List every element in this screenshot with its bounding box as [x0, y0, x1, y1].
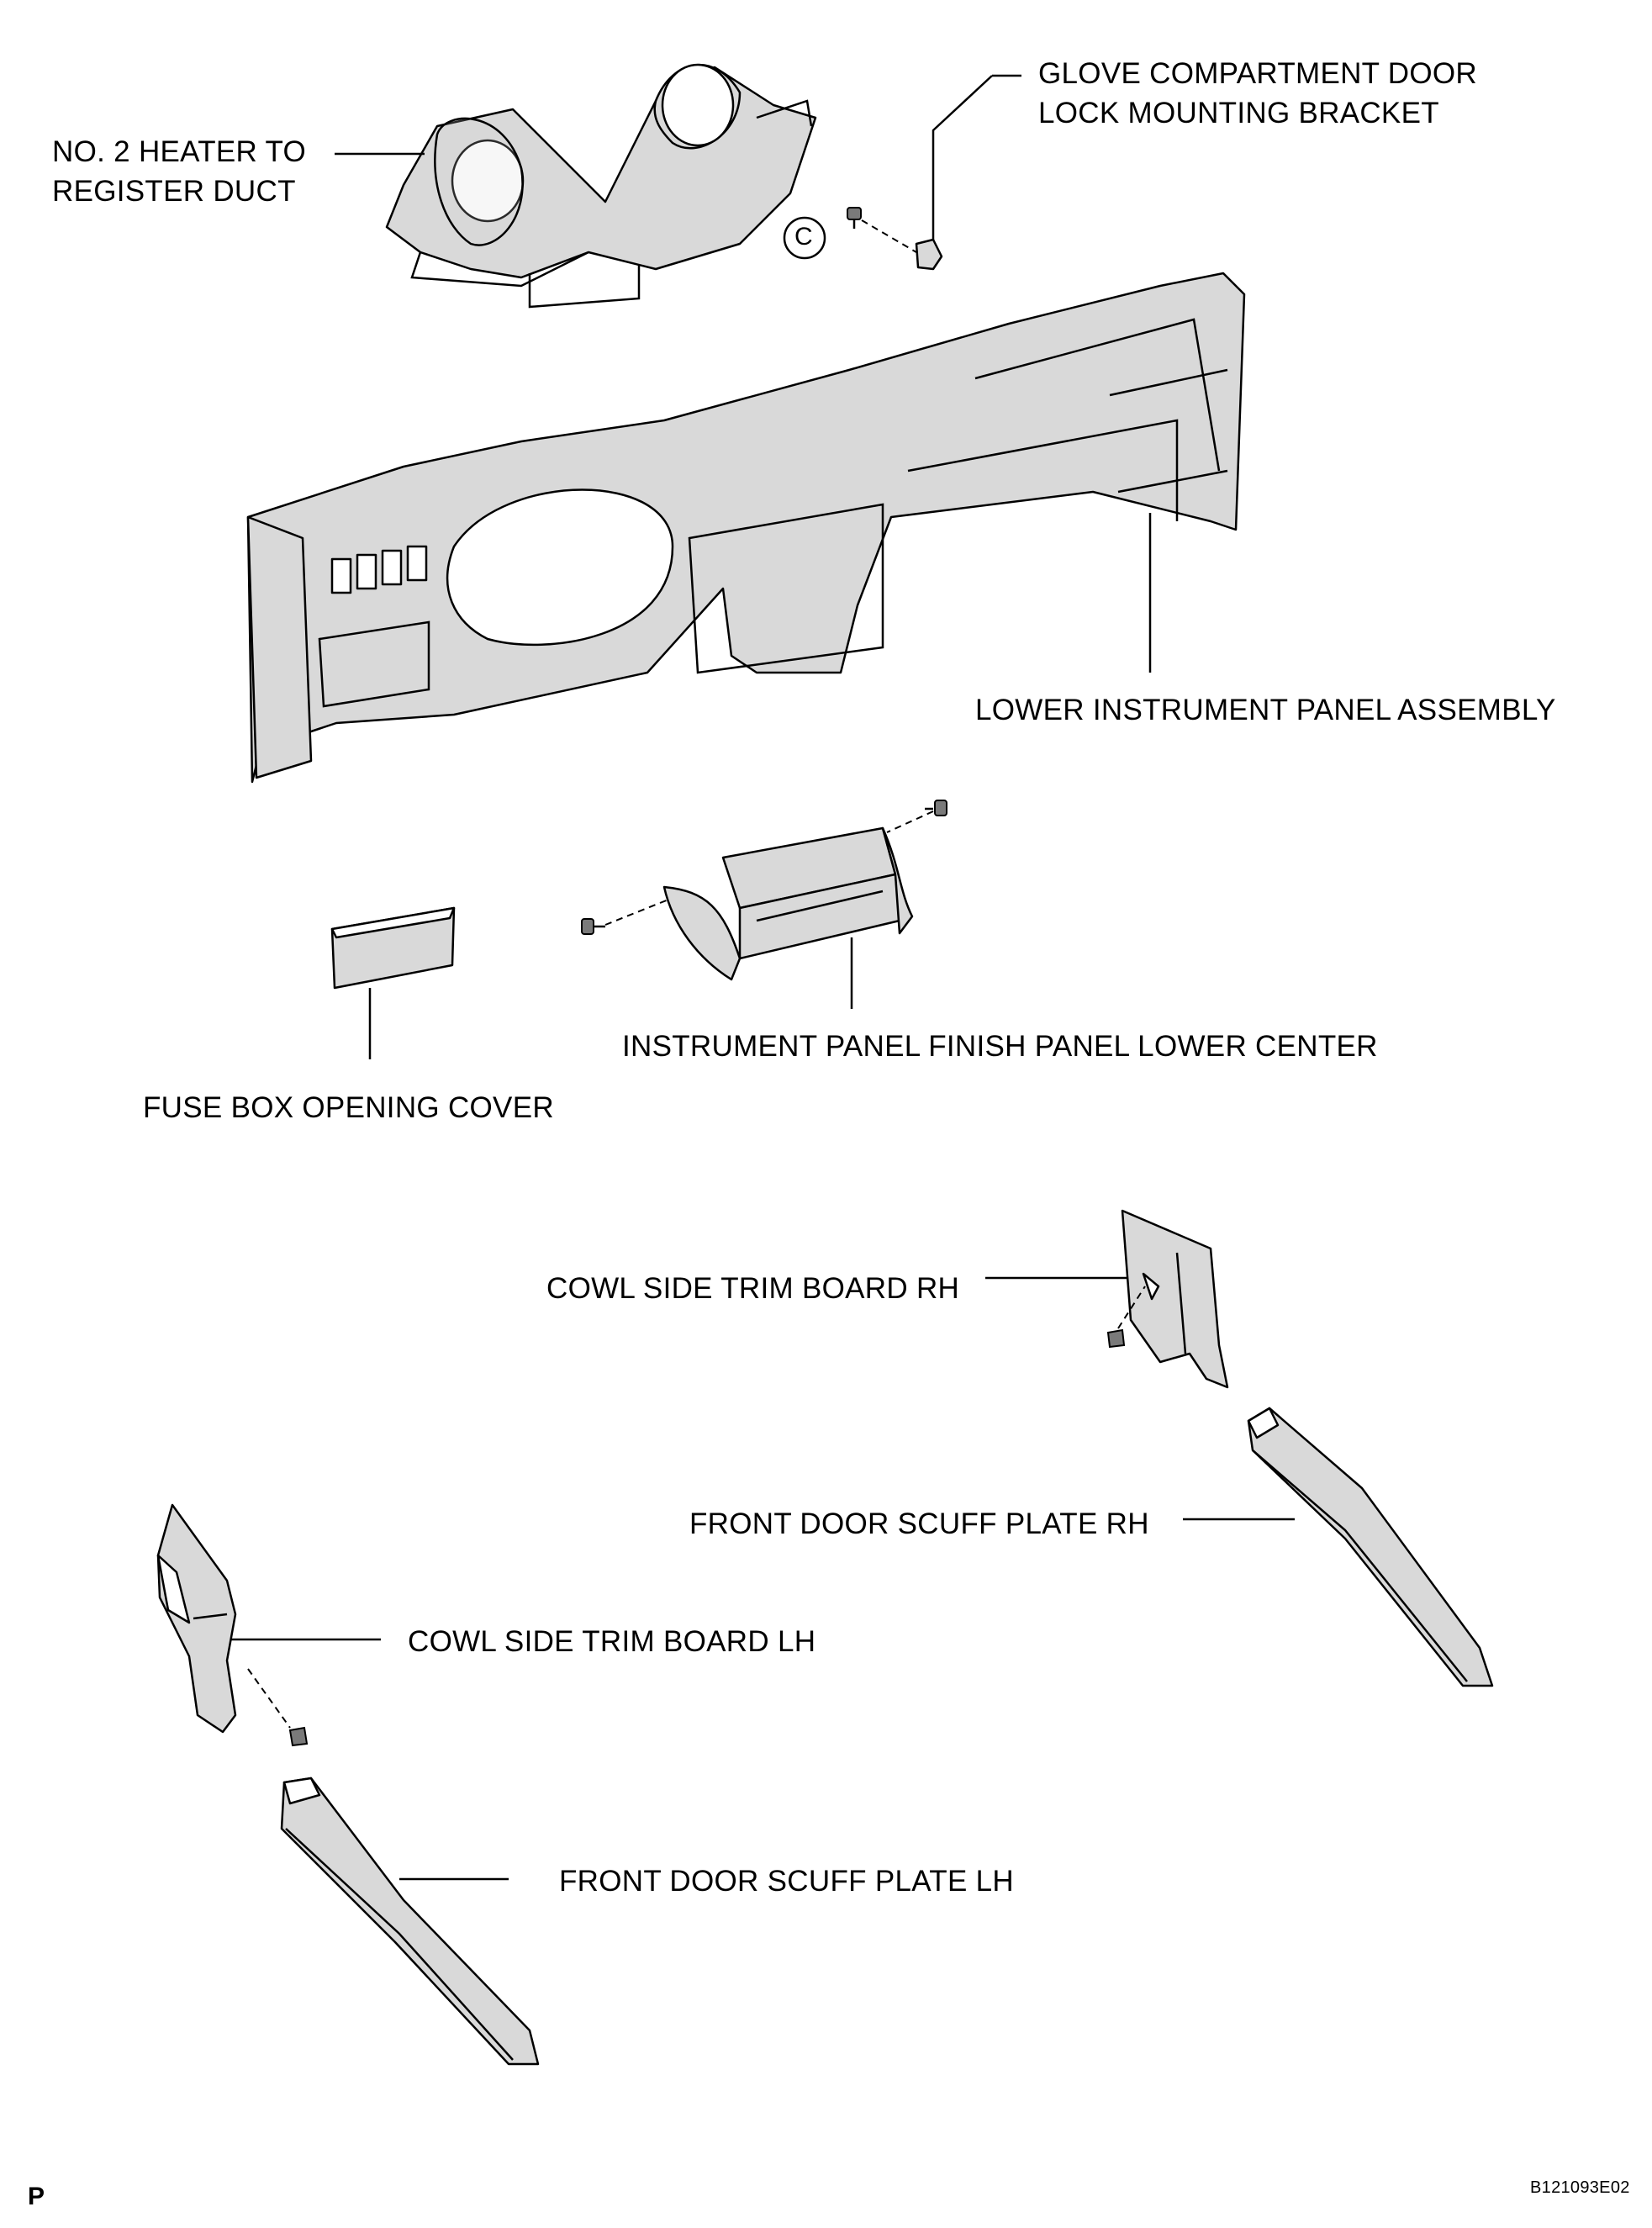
label-front-door-scuff-rh: FRONT DOOR SCUFF PLATE RH	[689, 1507, 1149, 1540]
circle-c-symbol	[783, 216, 826, 260]
cowl-lh-illustration	[156, 1503, 237, 1734]
label-circle-c: C	[794, 223, 813, 251]
label-heater-duct-line2: REGISTER DUCT	[52, 175, 296, 208]
label-finish-panel-lower-center: INSTRUMENT PANEL FINISH PANEL LOWER CENT…	[622, 1030, 1378, 1063]
finish-panel-illustration	[662, 826, 914, 981]
heater-duct-illustration	[385, 63, 817, 309]
cowl-rh-illustration	[1121, 1209, 1229, 1389]
cowl-lh-clip	[288, 1726, 309, 1747]
label-glove-bracket-line1: GLOVE COMPARTMENT DOOR	[1038, 57, 1477, 90]
label-lower-instrument-panel: LOWER INSTRUMENT PANEL ASSEMBLY	[975, 694, 1556, 726]
cowl-rh-clip	[1106, 1328, 1126, 1349]
label-cowl-side-trim-rh: COWL SIDE TRIM BOARD RH	[546, 1272, 960, 1305]
fuse-cover-illustration	[330, 906, 456, 990]
finish-panel-screw-left	[581, 918, 605, 935]
label-heater-duct-line1: NO. 2 HEATER TO	[52, 135, 307, 168]
bracket-screw	[847, 207, 862, 229]
lower-instrument-panel-illustration	[246, 272, 1246, 784]
label-glove-bracket-line2: LOCK MOUNTING BRACKET	[1038, 97, 1439, 129]
corner-letter: P	[28, 2183, 45, 2210]
finish-panel-screw-right	[925, 800, 947, 816]
label-fuse-box-opening-cover: FUSE BOX OPENING COVER	[143, 1091, 554, 1124]
scuff-rh-illustration	[1247, 1407, 1494, 1687]
label-front-door-scuff-lh: FRONT DOOR SCUFF PLATE LH	[559, 1865, 1014, 1898]
figure-code: B121093E02	[1530, 2178, 1630, 2197]
scuff-lh-illustration	[280, 1777, 540, 2066]
label-cowl-side-trim-lh: COWL SIDE TRIM BOARD LH	[408, 1625, 816, 1658]
glove-bracket-illustration	[915, 74, 1021, 271]
